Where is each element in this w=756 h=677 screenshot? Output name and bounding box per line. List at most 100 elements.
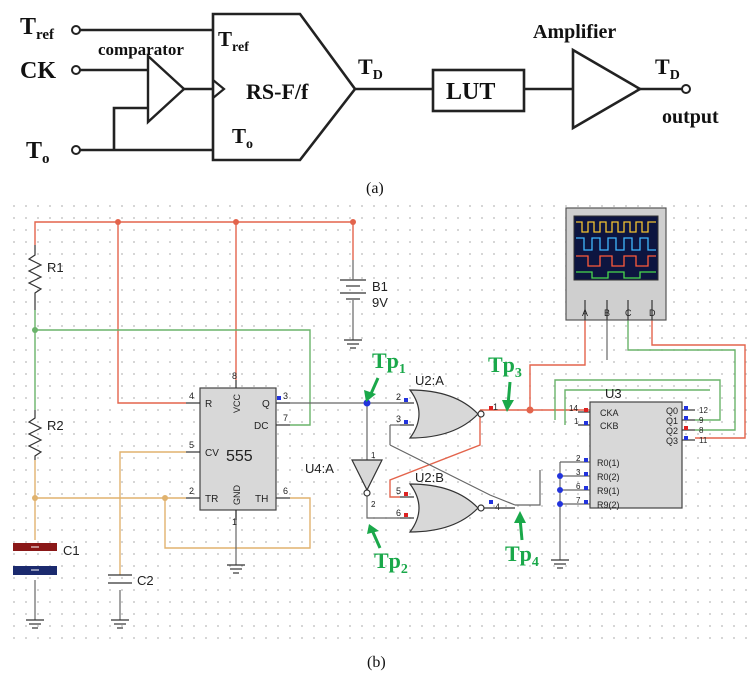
u2a-pin1: 1 <box>493 402 498 412</box>
u3-n9: 9 <box>699 416 704 425</box>
rsff-block <box>211 12 357 162</box>
rsff-clock-mark <box>212 79 226 99</box>
c2-label: C2 <box>137 573 154 588</box>
output-terminal <box>681 84 691 94</box>
diagram-b: R1 R2 C1 C2 B1 9V <box>8 200 750 671</box>
u4a-label: U4:A <box>305 461 334 476</box>
timer-555 <box>186 380 290 520</box>
u3-cka: CKA <box>600 408 619 418</box>
tp2-label: Tp2 <box>374 548 408 577</box>
amplifier-triangle <box>571 47 643 131</box>
caption-a: (a) <box>366 180 384 197</box>
lut-label: LUT <box>446 79 495 105</box>
junction-dots <box>32 219 563 507</box>
rsff-tref-label: Tref <box>218 27 249 55</box>
u2a-pin3: 3 <box>396 414 401 424</box>
oscilloscope <box>565 207 667 321</box>
output-label: output <box>662 106 719 128</box>
r1-label: R1 <box>47 260 64 275</box>
tp1-label: Tp1 <box>372 348 406 377</box>
timer-num-2: 2 <box>189 486 194 496</box>
output-td-label: TD <box>655 54 680 83</box>
amplifier-label: Amplifier <box>533 21 616 43</box>
td-label: TD <box>358 54 383 83</box>
u2a-pin2: 2 <box>396 392 401 402</box>
u3-q2: Q2 <box>666 426 678 436</box>
testpoint-arrows <box>364 377 526 549</box>
u3-r02: R0(2) <box>597 472 620 482</box>
timer-num-8: 8 <box>232 371 237 381</box>
timer-num-3: 3 <box>283 391 288 401</box>
u3-ckb: CKB <box>600 421 619 431</box>
u2b-pin4: 4 <box>495 502 500 512</box>
tp3-label: Tp3 <box>488 352 522 381</box>
u3-label: U3 <box>605 386 622 401</box>
scope-channel-d: D <box>649 308 656 318</box>
r2-label: R2 <box>47 418 64 433</box>
rsff-label: RS-F/f <box>246 79 309 104</box>
u3-n3: 3 <box>576 468 581 477</box>
scope-channel-c: C <box>625 308 632 318</box>
comparator-triangle <box>146 53 186 125</box>
caption-b: (b) <box>367 654 386 671</box>
tp4-label: Tp4 <box>505 541 539 570</box>
u3-n14: 14 <box>569 404 578 413</box>
u3-r01: R0(1) <box>597 458 620 468</box>
timer-pin-tr: TR <box>205 494 218 505</box>
timer-num-7: 7 <box>283 413 288 423</box>
u3-q3: Q3 <box>666 436 678 446</box>
u2a-label: U2:A <box>415 373 444 388</box>
scope-channel-b: B <box>604 308 610 318</box>
battery-name: B1 <box>372 279 388 294</box>
resistor-r1 <box>27 245 43 310</box>
timer-pin-cv: CV <box>205 448 219 459</box>
u3-n6: 6 <box>576 482 581 491</box>
u3-q1: Q1 <box>666 416 678 426</box>
u2b-pin5: 5 <box>396 486 401 496</box>
timer-pin-vcc: VCC <box>232 393 242 413</box>
timer-pin-th: TH <box>255 494 268 505</box>
diagram-a-wires <box>80 28 682 152</box>
nor-gate-u2a <box>400 389 493 439</box>
scope-channel-a: A <box>582 308 588 318</box>
timer-pin-gnd: GND <box>232 485 242 506</box>
u4a-pin1: 1 <box>371 451 376 460</box>
u3-n7: 7 <box>576 496 581 505</box>
input-ck-label: CK <box>20 58 56 84</box>
input-terminals <box>71 25 81 155</box>
timer-num-5: 5 <box>189 440 194 450</box>
u3-r92: R9(2) <box>597 500 620 510</box>
resistor-r2 <box>27 410 43 460</box>
timer-pin-r: R <box>205 399 212 410</box>
u3-q0: Q0 <box>666 406 678 416</box>
u3-n1: 1 <box>574 417 579 426</box>
counter-u3 <box>578 401 695 509</box>
rsff-to-label: To <box>232 124 253 152</box>
u3-n11: 11 <box>699 436 708 445</box>
timer-num-4: 4 <box>189 391 194 401</box>
diagram-a: Tref CK To comparator Tref RS-F/f To TD … <box>20 12 719 197</box>
battery-value: 9V <box>372 295 388 310</box>
ground-symbols <box>26 339 569 629</box>
nor-gate-u2b <box>400 483 515 533</box>
timer-num-1: 1 <box>232 517 237 527</box>
input-to-label: To <box>26 138 50 167</box>
inverter-u4a <box>351 459 383 497</box>
lut-box <box>431 68 526 113</box>
u2b-label: U2:B <box>415 470 444 485</box>
capacitor-c1 <box>13 543 57 575</box>
input-tref-label: Tref <box>20 14 55 43</box>
capacitor-c2 <box>108 574 132 584</box>
battery-b1 <box>340 260 366 300</box>
comparator-label: comparator <box>98 40 184 59</box>
u3-n8: 8 <box>699 426 704 435</box>
timer-num-6: 6 <box>283 486 288 496</box>
u3-n2: 2 <box>576 454 581 463</box>
u3-r91: R9(1) <box>597 486 620 496</box>
timer-pin-q: Q <box>262 399 270 410</box>
u2b-pin6: 6 <box>396 508 401 518</box>
timer-label: 555 <box>226 448 253 465</box>
c1-label: C1 <box>63 543 80 558</box>
u4a-pin2: 2 <box>371 500 376 509</box>
